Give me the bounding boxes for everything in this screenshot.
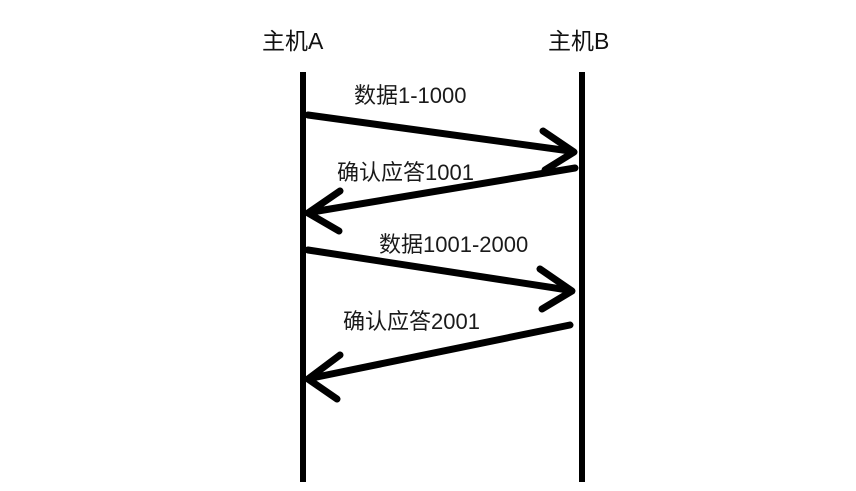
message-label-data-1001-2000: 数据1001-2000 xyxy=(379,232,529,257)
message-arrow-ack-2001 xyxy=(304,321,574,403)
message-label-data-1-1000: 数据1-1000 xyxy=(354,83,467,108)
actor-label-host-b: 主机B xyxy=(548,28,610,54)
message-label-ack-2001: 确认应答2001 xyxy=(343,309,480,334)
message-arrow-data-1-1000 xyxy=(304,111,578,174)
message-arrow-ack-1001 xyxy=(304,164,579,235)
message-label-ack-1001: 确认应答1001 xyxy=(337,160,474,185)
message-arrow-data-1001-2000 xyxy=(304,246,576,313)
actor-label-host-a: 主机A xyxy=(262,28,324,54)
